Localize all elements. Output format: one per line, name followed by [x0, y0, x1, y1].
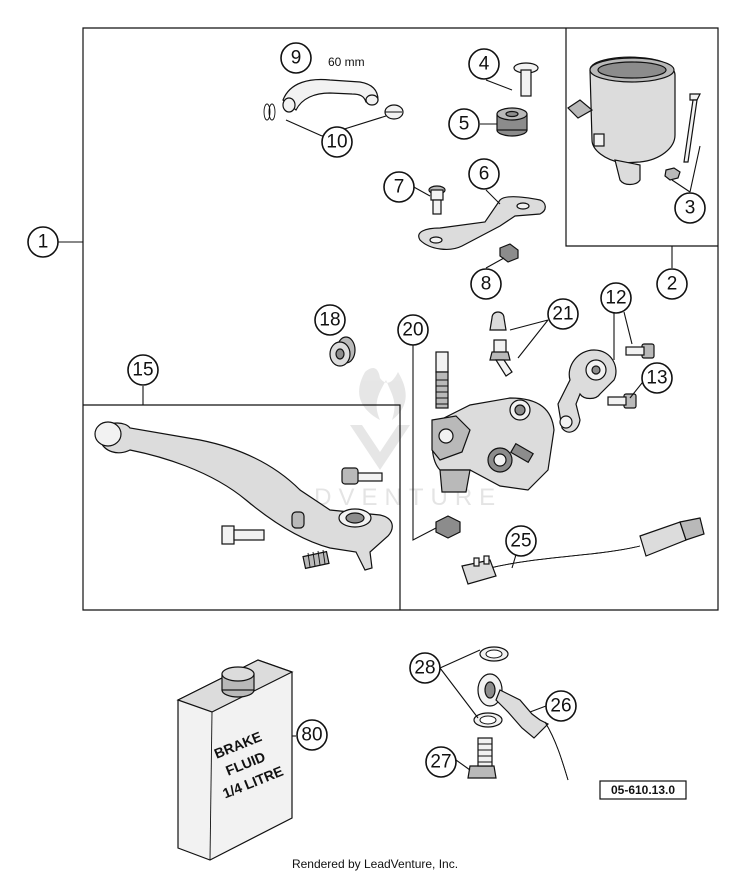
callout-12: 12	[600, 282, 632, 314]
svg-text:25: 25	[510, 531, 531, 552]
screw-part-7	[428, 185, 446, 215]
svg-text:27: 27	[430, 752, 451, 773]
callout-15: 15	[127, 354, 159, 386]
clamp-screw-lower	[607, 393, 637, 409]
callout-27: 27	[425, 746, 457, 778]
nut-part-8	[499, 243, 519, 263]
callout-28: 28	[409, 652, 441, 684]
clamp-screw-upper	[625, 343, 655, 359]
callout-13: 13	[641, 362, 673, 394]
screw-part-4	[513, 62, 539, 97]
callout-8: 8	[470, 268, 502, 300]
master-cylinder-body	[431, 397, 555, 493]
callout-21: 21	[547, 298, 579, 330]
svg-text:2: 2	[667, 274, 678, 295]
svg-text:6: 6	[479, 164, 490, 185]
pivot-pin-part-20	[435, 351, 461, 539]
bleed-screw-part-21	[489, 311, 513, 377]
handlebar-clamp-part-12	[557, 349, 617, 433]
svg-text:9: 9	[291, 48, 302, 69]
svg-text:1: 1	[38, 232, 49, 253]
callout-6: 6	[468, 158, 500, 190]
brake-fluid-reservoir	[567, 56, 701, 186]
svg-text:12: 12	[605, 288, 626, 309]
svg-text:05-610.13.0: 05-610.13.0	[611, 783, 675, 797]
svg-text:10: 10	[326, 132, 347, 153]
callout-5: 5	[448, 108, 480, 140]
svg-text:15: 15	[132, 360, 153, 381]
banjo-bolt-part-27	[467, 737, 497, 779]
callout-7: 7	[383, 171, 415, 203]
callout-26: 26	[545, 690, 577, 722]
callout-25: 25	[505, 525, 537, 557]
hose-clamp-right	[384, 104, 404, 120]
hose-length-label: 60 mm	[328, 55, 365, 69]
brake-hose-part-26	[477, 673, 569, 781]
sealing-washer-upper	[479, 646, 509, 662]
brake-fluid-bottle-part-80: BRAKE FLUID 1/4 LITRE	[176, 659, 294, 861]
rubber-bushing-part-5	[496, 107, 528, 137]
grommet-part-18	[329, 336, 356, 367]
lever-adjuster-screw	[341, 467, 383, 485]
svg-text:21: 21	[552, 304, 573, 325]
reservoir-subframe	[565, 28, 718, 247]
brake-lever-part-15	[94, 421, 393, 571]
svg-text:18: 18	[319, 310, 340, 331]
svg-text:80: 80	[301, 725, 322, 746]
brake-light-switch-part-25	[461, 517, 705, 585]
callout-10: 10	[321, 126, 353, 158]
callout-4: 4	[468, 48, 500, 80]
callout-20: 20	[397, 314, 429, 346]
hose-clamp-left	[263, 103, 276, 121]
svg-text:28: 28	[414, 658, 435, 679]
reservoir-bracket-part-6	[418, 196, 546, 250]
callout-18: 18	[314, 304, 346, 336]
master-cylinder-assembly-frame	[82, 27, 719, 611]
assembly-frames	[82, 27, 719, 611]
callout-2: 2	[656, 268, 688, 300]
svg-text:5: 5	[459, 114, 470, 135]
diagram-reference-number: 05-610.13.0	[599, 780, 687, 800]
hose-part	[282, 78, 379, 113]
svg-text:3: 3	[685, 198, 696, 219]
rendered-by-footer: Rendered by LeadVenture, Inc.	[292, 857, 458, 871]
svg-text:20: 20	[402, 320, 423, 341]
svg-text:4: 4	[479, 54, 490, 75]
svg-text:7: 7	[394, 177, 405, 198]
callout-1: 1	[27, 226, 59, 258]
lever-subframe	[83, 404, 401, 610]
callout-leader-lines	[58, 79, 701, 771]
sealing-washer-lower	[473, 712, 503, 728]
svg-text:8: 8	[481, 274, 492, 295]
callout-3: 3	[674, 192, 706, 224]
lever-spring	[302, 549, 330, 570]
svg-text:26: 26	[550, 696, 571, 717]
lever-pivot-bolt	[221, 525, 265, 545]
svg-text:13: 13	[646, 368, 667, 389]
callout-9: 9	[280, 42, 312, 74]
callout-80: 80	[296, 719, 328, 751]
